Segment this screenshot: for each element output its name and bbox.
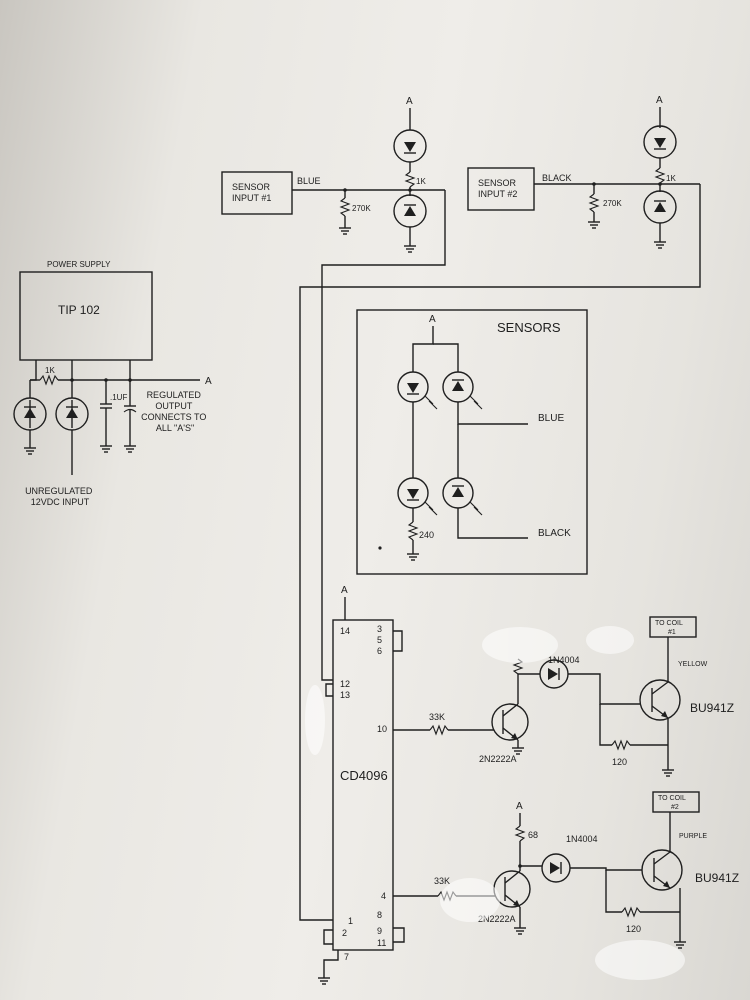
ic-pin: 2 — [342, 928, 347, 938]
pulldown-270k-1 — [339, 197, 351, 217]
diode-1n4004-1-label: 1N4004 — [548, 655, 580, 665]
sensors-black-label: BLACK — [538, 528, 571, 539]
ic-pin: 12 — [340, 679, 350, 689]
ic-pin: 6 — [377, 646, 382, 656]
limit-1k-1 — [404, 171, 416, 188]
sensor-1-node-a: A — [406, 96, 413, 107]
sheet-reflection — [305, 626, 685, 980]
power-supply-title: POWER SUPPLY — [47, 260, 111, 269]
pullup-resistor-68-label: 68 — [528, 830, 538, 840]
sensors-panel: SENSORS A BLUE BLACK 240 — [356, 309, 588, 575]
output-node-a: A — [205, 376, 212, 387]
ic-pin: 1 — [348, 916, 353, 926]
ic-pin: 8 — [377, 910, 382, 920]
feedback-resistor-120-2 — [621, 906, 641, 918]
power-supply-section: POWER SUPPLY TIP 102 1K A .1UF — [13, 260, 212, 507]
driver-stage-1: 33K 2N2222A 1N4004 BU941Z TO COIL#1 YELL… — [393, 616, 734, 777]
driver-2-node-a: A — [516, 801, 523, 812]
sensors-resistor-240-label: 240 — [419, 530, 434, 540]
feedback-resistor-120-1-label: 120 — [612, 757, 627, 767]
transistor-bu941z-2 — [641, 849, 683, 891]
feedback-resistor-120-2-label: 120 — [626, 924, 641, 934]
wire-purple-label: PURPLE — [679, 833, 707, 840]
sensors-resistor-240 — [407, 521, 419, 541]
cd4096-ic: A CD4096 14 12 13 10 4 1 2 7 3 5 6 8 9 1… — [318, 585, 405, 985]
ic-pin: 3 — [377, 624, 382, 634]
base-resistor-33k-1-label: 33K — [429, 712, 445, 722]
capacitor-label: .1UF — [110, 393, 127, 402]
ic-pin: 13 — [340, 690, 350, 700]
base-resistor-33k-2-label: 33K — [434, 876, 450, 886]
sensors-panel-box — [356, 309, 588, 575]
pulldown-270k-2 — [588, 193, 600, 213]
sensor-input-1-box — [221, 171, 293, 215]
to-coil-1-box — [649, 616, 697, 638]
ic-pin: 14 — [340, 626, 350, 636]
sensor-2-node-a: A — [656, 95, 663, 106]
transistor-2n2222a-2-label: 2N2222A — [478, 914, 516, 924]
regulated-output-label: REGULATED OUTPUT CONNECTS TO ALL "A'S" — [141, 390, 209, 433]
sensors-panel-title: SENSORS — [497, 320, 561, 335]
ic-pin: 7 — [344, 952, 349, 962]
limit-1k-2 — [654, 167, 666, 184]
driver-stage-2: 33K 2N2222A A 68 1N4004 BU941Z TO COIL#2… — [393, 791, 739, 949]
feedback-resistor-120-1 — [611, 739, 631, 751]
ic-pin: 4 — [381, 891, 386, 901]
ic-pin: 10 — [377, 724, 387, 734]
transistor-bu941z-2-label: BU941Z — [695, 871, 739, 885]
resistor-1k — [39, 374, 59, 386]
transistor-bu941z-1 — [639, 679, 681, 721]
sensor-input-2-box — [467, 167, 535, 211]
sensors-blue-output-wire — [457, 402, 528, 425]
regulator-box — [19, 271, 153, 361]
black-signal-wire — [299, 184, 701, 921]
to-coil-2-box — [652, 791, 700, 813]
transistor-2n2222a-1-label: 2N2222A — [479, 754, 517, 764]
wire-blue-label: BLUE — [297, 176, 321, 186]
ic-body — [332, 619, 394, 951]
base-resistor-33k-1 — [429, 724, 449, 736]
pullup-resistor-68 — [514, 825, 526, 842]
to-coil-2-label: TO COIL#2 — [658, 795, 686, 811]
regulator-label: TIP 102 — [58, 303, 100, 317]
limit-1k-2-label: 1K — [666, 174, 676, 183]
limit-1k-1-label: 1K — [416, 177, 426, 186]
to-coil-1-label: TO COIL#1 — [655, 620, 683, 636]
ic-supply-node-a: A — [341, 585, 348, 596]
ic-pin: 9 — [377, 926, 382, 936]
blue-signal-wire — [321, 190, 446, 681]
diode-1n4004-2-label: 1N4004 — [566, 834, 598, 844]
unregulated-input-label: UNREGULATED 12VDC INPUT — [25, 486, 95, 507]
transistor-bu941z-1-label: BU941Z — [690, 701, 734, 715]
transistor-2n2222a-1 — [491, 703, 529, 741]
sensors-black-output-wire — [457, 508, 528, 539]
sensors-blue-label: BLUE — [538, 413, 564, 424]
ic-pin: 11 — [377, 938, 386, 948]
ic-pin-labels: 14 12 13 10 4 1 2 7 3 5 6 8 9 11 — [340, 624, 387, 962]
ic-pin: 5 — [377, 635, 382, 645]
ic-name: CD4096 — [340, 768, 388, 783]
wire-yellow-label: YELLOW — [678, 661, 708, 668]
wire-black-label: BLACK — [542, 173, 572, 183]
sensors-node-a: A — [429, 314, 436, 325]
pulldown-270k-2-label: 270K — [603, 199, 622, 208]
resistor-1k-label: 1K — [45, 366, 55, 375]
pulldown-270k-1-label: 270K — [352, 204, 371, 213]
